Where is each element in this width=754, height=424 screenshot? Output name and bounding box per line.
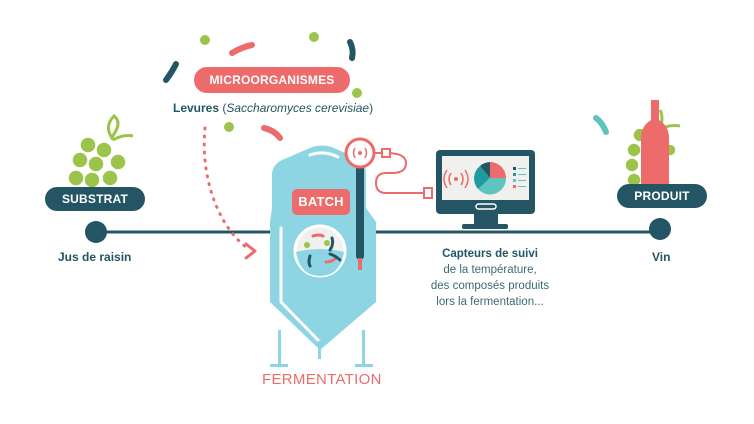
monitor-pie-chart-icon — [436, 150, 535, 229]
batch-badge: BATCH — [292, 189, 350, 215]
sensors-title: Capteurs de suivi — [442, 248, 538, 260]
product-node — [649, 218, 671, 240]
sensors-line-2: des composés produits — [430, 280, 550, 292]
substrate-label: Jus de raisin — [58, 250, 132, 264]
fermentation-label: FERMENTATION — [262, 371, 382, 388]
product-badge: PRODUIT — [617, 184, 707, 208]
species-close-paren: ) — [369, 101, 374, 115]
sensors-line-1: de la température, — [443, 264, 537, 276]
microorganism-particles — [163, 32, 609, 141]
species-open-paren: ( — [222, 101, 227, 115]
sensors-line-3: lors la fermentation... — [436, 296, 544, 308]
product-label: Vin — [652, 250, 671, 264]
dotted-arrow-icon — [202, 126, 257, 260]
yeast-label: Levures — [173, 101, 223, 115]
microorganisms-label: Levures (Saccharomyces cerevisiae) — [173, 101, 373, 115]
substrate-badge: SUBSTRAT — [45, 187, 145, 211]
wine-bottle-icon — [624, 100, 681, 188]
sensors-description: Capteurs de suivi de la température, des… — [412, 246, 568, 310]
sensor-probe-icon — [344, 137, 433, 270]
substrate-node — [85, 221, 107, 243]
grapes-icon — [67, 114, 134, 189]
microorganisms-badge: MICROORGANISMES — [194, 67, 350, 93]
yeast-species: Saccharomyces cerevisiae — [226, 101, 370, 115]
